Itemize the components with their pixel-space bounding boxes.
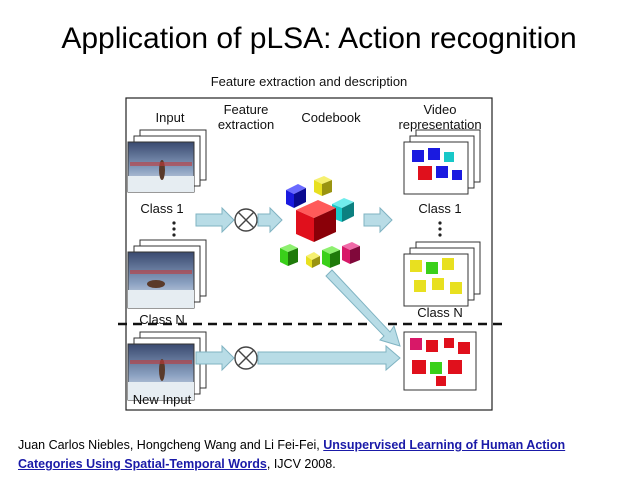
citation-authors: Juan Carlos Niebles, Hongcheng Wang and …	[18, 438, 324, 452]
input-video-stack-classN	[127, 239, 207, 309]
video-representation-new-input	[403, 331, 477, 391]
diagram-frame	[125, 97, 493, 411]
input-class1-label: Class 1	[140, 201, 183, 216]
action-recognition-diagram: Feature extraction and description Input…	[118, 70, 502, 416]
diagram-heading: Feature extraction and description	[211, 74, 408, 89]
operator-circle-class1	[234, 208, 258, 232]
arrow-codebook-to-new-video	[325, 269, 401, 347]
video-representation-class1	[403, 129, 481, 195]
operator-circle-newinput	[234, 346, 258, 370]
citation: Juan Carlos Niebles, Hongcheng Wang and …	[18, 436, 618, 474]
column-feature-label-1: Feature	[224, 102, 269, 117]
input-classN-label: Class N	[139, 312, 185, 327]
slide-title: Application of pLSA: Action recognition	[61, 22, 577, 55]
video-class1-label: Class 1	[418, 201, 461, 216]
column-video-label-2: representation	[398, 117, 481, 132]
column-video-label-1: Video	[423, 102, 456, 117]
diagram-svg: Feature extraction and description Input…	[118, 74, 502, 411]
arrow-newinput-to-video	[257, 344, 401, 372]
arrow-operator-to-codebook	[257, 206, 283, 234]
column-input-label: Input	[156, 110, 185, 125]
video-representation-classN	[403, 241, 481, 307]
citation-venue: , IJCV 2008.	[266, 457, 336, 471]
arrow-newinput-to-operator	[195, 344, 235, 372]
column-feature-label-2: extraction	[218, 117, 274, 132]
paper-title-link[interactable]: Unsupervised Learning of Human Action Ca…	[18, 438, 566, 471]
arrow-class1-to-operator	[195, 206, 235, 234]
arrow-codebook-to-video-class1	[363, 206, 393, 234]
video-classN-label: Class N	[417, 305, 463, 320]
codebook-cubes	[280, 176, 360, 268]
new-input-label: New Input	[133, 392, 192, 407]
column-codebook-label: Codebook	[301, 110, 361, 125]
new-input-video-stack	[127, 331, 207, 401]
input-video-stack-class1	[127, 129, 207, 193]
input-ellipsis-dots	[172, 221, 176, 237]
video-ellipsis-dots	[438, 221, 442, 237]
